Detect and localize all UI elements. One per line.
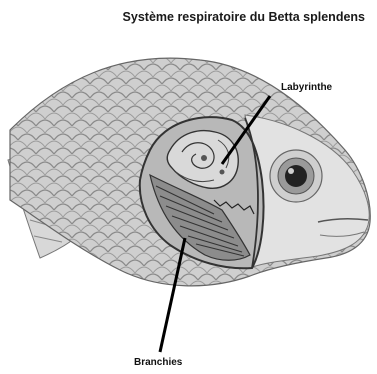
label-gills: Branchies [134, 357, 182, 368]
label-labyrinth: Labyrinthe [281, 82, 332, 93]
eye [270, 150, 322, 202]
figure-title: Système respiratoire du Betta splendens [0, 10, 377, 24]
